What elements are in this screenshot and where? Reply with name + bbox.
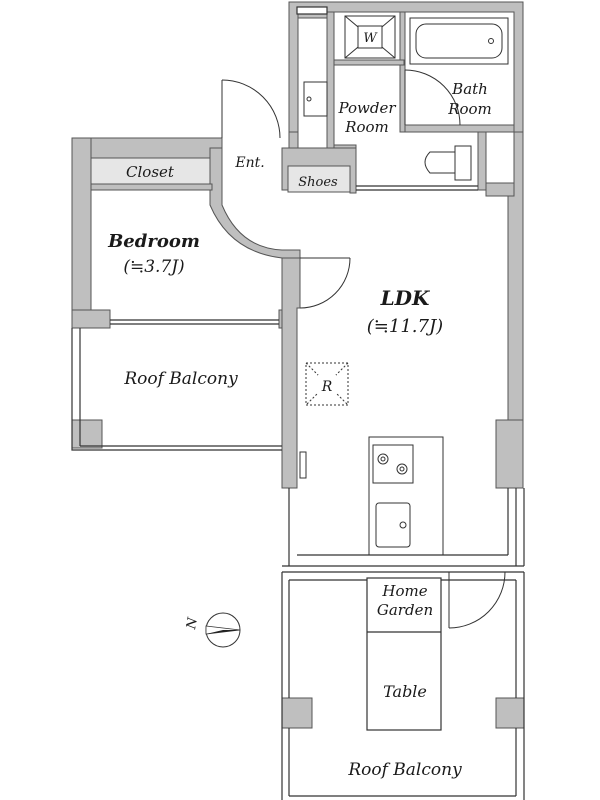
ldk-label: LDK [380, 286, 431, 310]
doors [221, 69, 506, 629]
roof-balcony-south-label: Roof Balcony [347, 760, 462, 780]
plan-lines [71, 6, 525, 800]
closet-label: Closet [126, 163, 175, 181]
ldk-area: (≒11.7J) [367, 316, 443, 337]
basin-icon [303, 81, 328, 117]
shoes-shelf [287, 165, 351, 193]
home-garden-label: Home [381, 582, 427, 600]
toilet-icon [424, 145, 472, 181]
roof-balcony-west-label: Roof Balcony [123, 369, 238, 389]
refrigerator-label: R [321, 379, 333, 395]
washer-label: W [363, 31, 378, 46]
entrance-label: Ent. [234, 155, 264, 171]
north-label: N [184, 616, 201, 631]
powder-room-label: Powder [337, 99, 396, 117]
bedroom-area: (≒3.7J) [123, 257, 184, 277]
stove-icon [372, 444, 414, 484]
home-garden-label-2: Garden [377, 601, 433, 619]
bath-room-label: Bath [451, 80, 488, 98]
kitchen-counter [368, 436, 444, 556]
powder-room-label-2: Room [344, 118, 389, 136]
sink-icon [375, 502, 411, 548]
table-label: Table [383, 682, 427, 701]
north-compass-icon: N [184, 612, 241, 648]
bedroom-label: Bedroom [107, 231, 200, 252]
shoes-label: Shoes [298, 175, 338, 190]
closet-shelf [90, 157, 211, 185]
washer-icon [344, 15, 396, 59]
bathtub-icon [409, 17, 509, 65]
bath-room-label-2: Room [447, 100, 492, 118]
small-window [299, 451, 307, 479]
